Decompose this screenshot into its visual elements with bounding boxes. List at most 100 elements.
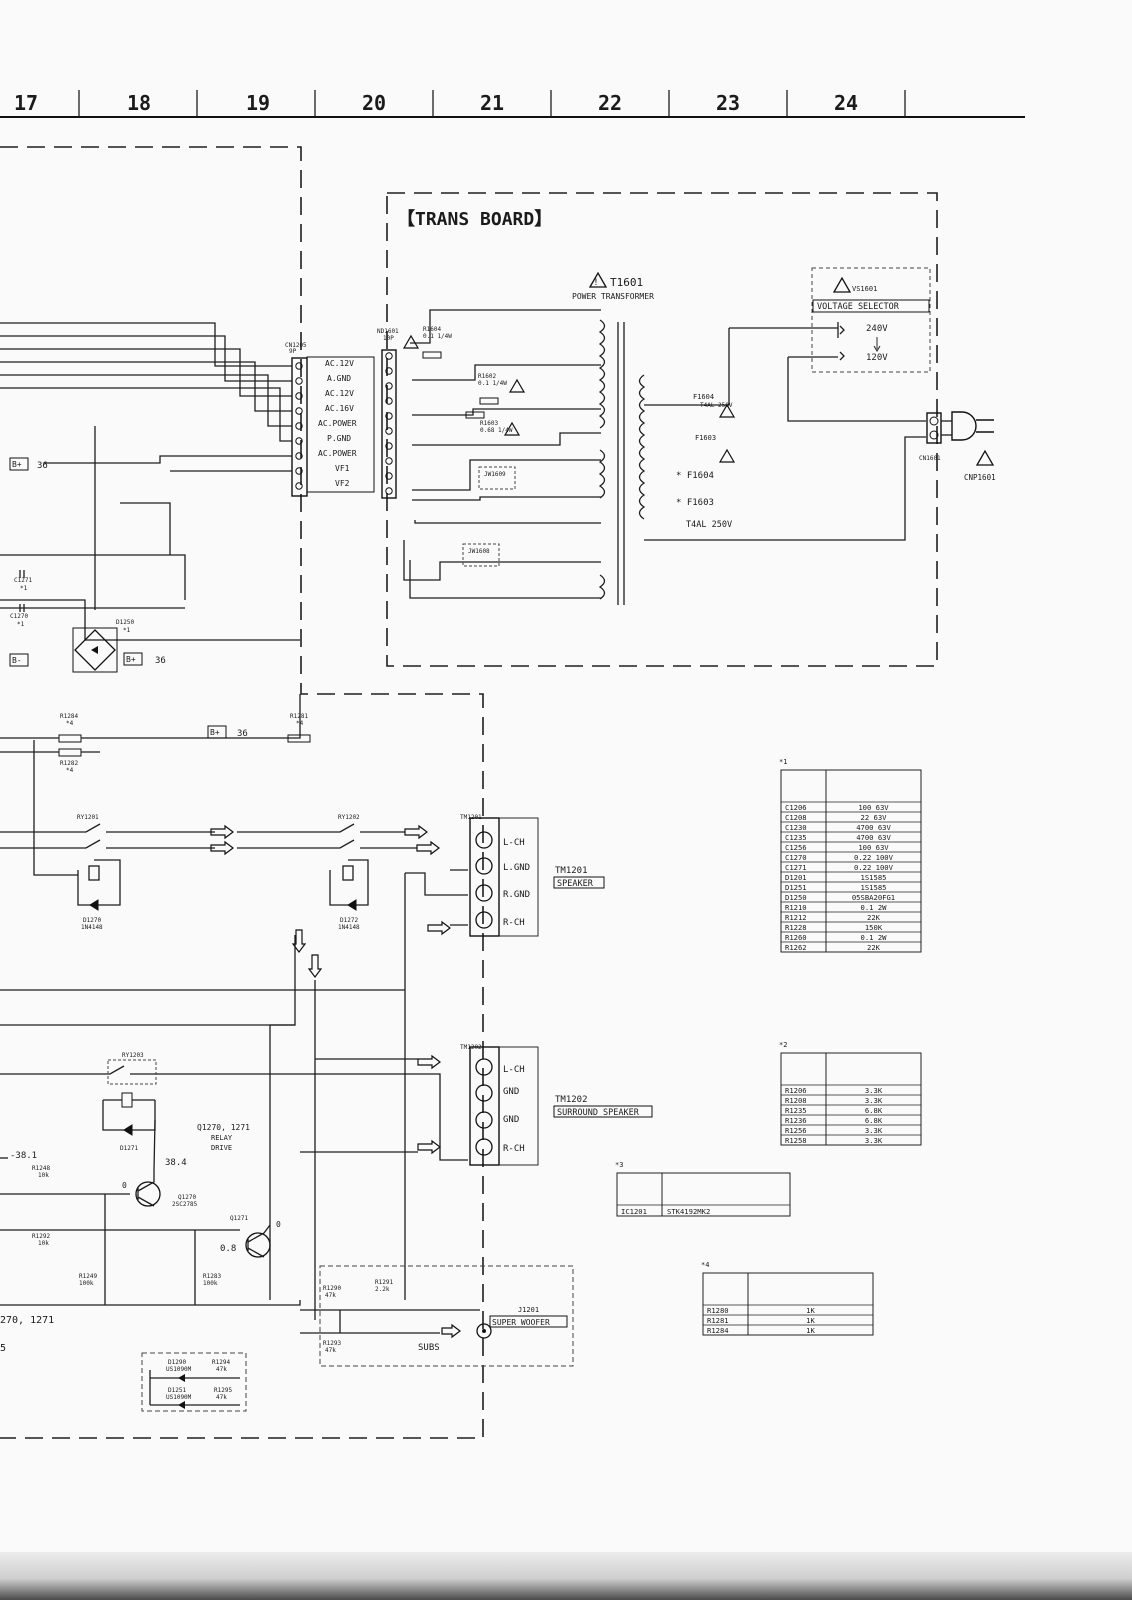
warning-icon [718, 448, 736, 463]
b-plus-1-ref: 36 [37, 461, 48, 471]
tm1202-ref: TM1202 [555, 1095, 588, 1105]
parts-table-title: *2 [779, 1041, 787, 1049]
parts-table-value: 150K [865, 923, 883, 932]
parts-table-ref: R1236 [785, 1116, 807, 1125]
parts-table-ref: D1201 [785, 873, 807, 882]
subs-label: SUBS [418, 1343, 440, 1353]
tm1202-pin-1: L-CH [503, 1065, 525, 1075]
parts-table-value: 22 63V [861, 813, 888, 822]
r1283-value: 100k [203, 1280, 218, 1287]
parts-table-ref: C1256 [785, 843, 807, 852]
tm1201-pin-2: L.GND [503, 863, 530, 873]
parts-table-ref: C1270 [785, 853, 807, 862]
ry1202-ref: RY1202 [338, 814, 360, 821]
transistor-q1271-icon [245, 1232, 271, 1258]
r1292-value: 10k [38, 1240, 49, 1247]
fuse-f1604: F1604 T4AL 250V F1603 * F1604 * F1603 T4… [676, 393, 736, 530]
parts-table-ref: R1284 [707, 1326, 729, 1335]
d1250-note: *1 [123, 627, 131, 634]
j1201-label: SUPER WOOFER [492, 1318, 550, 1327]
grid-number-20: 20 [362, 91, 386, 115]
parts-table-ref: R1212 [785, 913, 807, 922]
parts-table-value: 1K [806, 1326, 815, 1335]
parts-table-value: 3.3K [865, 1136, 883, 1145]
voltage-pos: 38.4 [165, 1158, 187, 1168]
r1290-value: 47k [325, 1292, 336, 1299]
d1270-ref: D1270 [83, 917, 101, 924]
jw1608-ref: JW1608 [468, 548, 490, 555]
tm1201-pin-1: L-CH [503, 838, 525, 848]
relay-drive-line2: DRIVE [211, 1144, 232, 1152]
r1291-ref: R1291 [375, 1279, 393, 1286]
q1270-type: 2SC2785 [172, 1201, 198, 1208]
r1604-ref: R1604 [423, 326, 441, 333]
ry1201-ref: RY1201 [77, 814, 99, 821]
r1248-ref: R1248 [32, 1165, 50, 1172]
warning-icon [718, 403, 736, 418]
fuse-f1604-value: T4AL 250V [700, 402, 733, 409]
fuse-note-1604: * F1604 [676, 471, 714, 481]
pin-label-6: P.GND [327, 434, 351, 443]
d1272-ref: D1272 [340, 917, 358, 924]
fuse-note-rating: T4AL 250V [686, 520, 732, 530]
r1291-value: 2.2k [375, 1286, 390, 1293]
transformer-ref: T1601 [610, 276, 643, 289]
tm1202-pin-2: GND [503, 1087, 519, 1097]
cn1601-connector: CN1601 CNP1601 [919, 411, 996, 482]
bridge-rectifier-icon [74, 629, 116, 671]
r1283-ref: R1283 [203, 1273, 221, 1280]
tm1202-terminal: TM1202 L-CH GND GND R-CH TM1202 SURROUND… [460, 1044, 653, 1166]
b-minus: B- [12, 656, 22, 665]
voltage-neg: -38.1 [10, 1151, 37, 1161]
main-board-outline [0, 146, 484, 1439]
parts-table-value: 3.3K [865, 1126, 883, 1135]
tm1202-label: SURROUND SPEAKER [557, 1108, 640, 1118]
edge-text-2: 5 [0, 1343, 6, 1354]
r1604-value: 0.1 1/4W [423, 333, 452, 340]
r1603-value: 0.68 1/4W [480, 427, 513, 434]
parts-table-ref: R1260 [785, 933, 807, 942]
voltage-zero-2: 0 [276, 1220, 281, 1229]
c1271-ref: C1271 [14, 577, 32, 584]
d1251-ref: D1251 [168, 1387, 186, 1394]
ry1203-ref: RY1203 [122, 1052, 144, 1059]
parts-table-value: 1K [806, 1306, 815, 1315]
nd1601-ref: ND1601 [377, 328, 399, 335]
parts-table-ref: D1251 [785, 883, 807, 892]
power-transformer: ! T1601 POWER TRANSFORMER [572, 271, 654, 605]
parts-table-ref: R1256 [785, 1126, 807, 1135]
parts-table-ref: C1271 [785, 863, 807, 872]
grid-header: 17 18 19 20 21 22 23 24 [0, 90, 1025, 118]
warning-icon [975, 449, 995, 466]
parts-table-value: 6.8K [865, 1106, 883, 1115]
cn1205-connector: CN1205 9P AC.12V A.GND AC.12V AC.16V AC.… [0, 322, 393, 641]
warning-icon [588, 271, 608, 288]
nd1601-pins: 10P [383, 335, 394, 342]
parts-table-ref: R1235 [785, 1106, 807, 1115]
q1270-ref: Q1270 [178, 1194, 196, 1201]
parts-table-value: 0.1 2W [861, 903, 888, 912]
r1281-ref: R1281 [290, 713, 308, 720]
grid-number-18: 18 [127, 91, 151, 115]
parts-table-value: 0.22 100V [854, 853, 894, 862]
voltage-selector-ref: VS1601 [852, 285, 877, 293]
r1295-value: 47k [216, 1394, 227, 1401]
r1248-value: 10k [38, 1172, 49, 1179]
parts-table-ref: R1280 [707, 1306, 729, 1315]
tm1201-pin-3: R.GND [503, 890, 530, 900]
r1295-ref: R1295 [214, 1387, 232, 1394]
pin-label-5: AC.POWER [318, 419, 357, 428]
parts-table-ref: D1250 [785, 893, 807, 902]
voltage-08: 0.8 [220, 1244, 236, 1254]
voltage-selector-label: VOLTAGE SELECTOR [817, 302, 900, 312]
grid-number-24: 24 [834, 91, 858, 115]
parts-table-value: 3.3K [865, 1086, 883, 1095]
trans-resistors: R1604 0.1 1/4W R1602 0.1 1/4W R1603 0.68… [422, 326, 526, 567]
parts-table-title: *3 [615, 1161, 623, 1169]
r1292-ref: R1292 [32, 1233, 50, 1240]
grid-number-19: 19 [246, 91, 270, 115]
tm1202-pin-3: GND [503, 1115, 519, 1125]
